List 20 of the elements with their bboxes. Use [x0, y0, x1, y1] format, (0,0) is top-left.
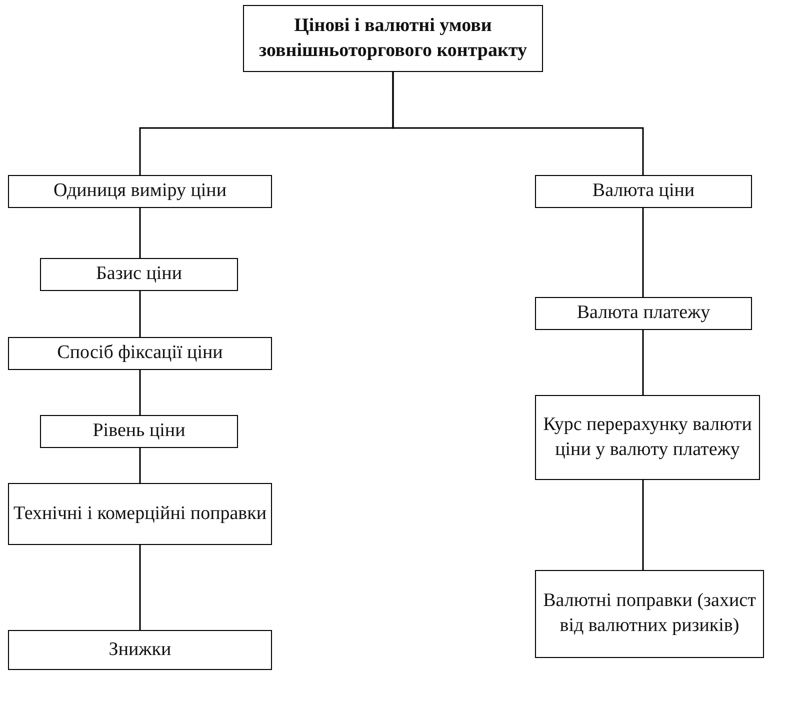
- text-box: Рівень ціни: [40, 415, 238, 448]
- text-box: Валютні поправки (захист від валютних ризиків): [535, 570, 764, 658]
- text-box: Валюта платежу: [535, 297, 752, 330]
- text-box: Одиниця виміру ціни: [8, 175, 272, 208]
- connector-line: [642, 208, 644, 297]
- connector-line: [139, 208, 141, 258]
- text-box: Технічні і комерційні поправки: [8, 483, 272, 545]
- connector-line: [139, 291, 141, 337]
- text-box: Базис ціни: [40, 258, 238, 291]
- connector-line: [139, 545, 141, 630]
- text-box: Валюта ціни: [535, 175, 752, 208]
- text-box: Знижки: [8, 630, 272, 670]
- connector-line: [642, 480, 644, 570]
- text-box: Цінові і валютні умови зовнішньоторгового контракту: [243, 5, 543, 72]
- connector-line: [642, 330, 644, 395]
- connector-line: [139, 370, 141, 415]
- text-box: Спосіб фіксації ціни: [8, 337, 272, 370]
- connector-line: [139, 448, 141, 483]
- connector-line: [392, 72, 644, 175]
- text-box: Курс перерахунку валюти ціни у валюту платежу: [535, 395, 760, 480]
